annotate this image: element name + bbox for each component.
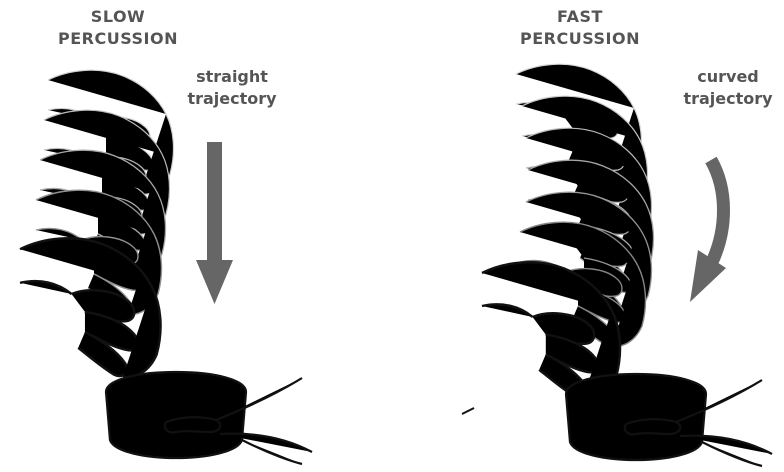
fast-receive-hand [566,374,772,466]
curved-arrow [690,160,726,302]
slow-receive-hand [106,372,312,464]
straight-arrow [196,142,233,304]
stray-ink-mark [462,408,474,414]
slow-ghost-hands [36,70,173,314]
fast-ghost-hands [516,64,653,346]
